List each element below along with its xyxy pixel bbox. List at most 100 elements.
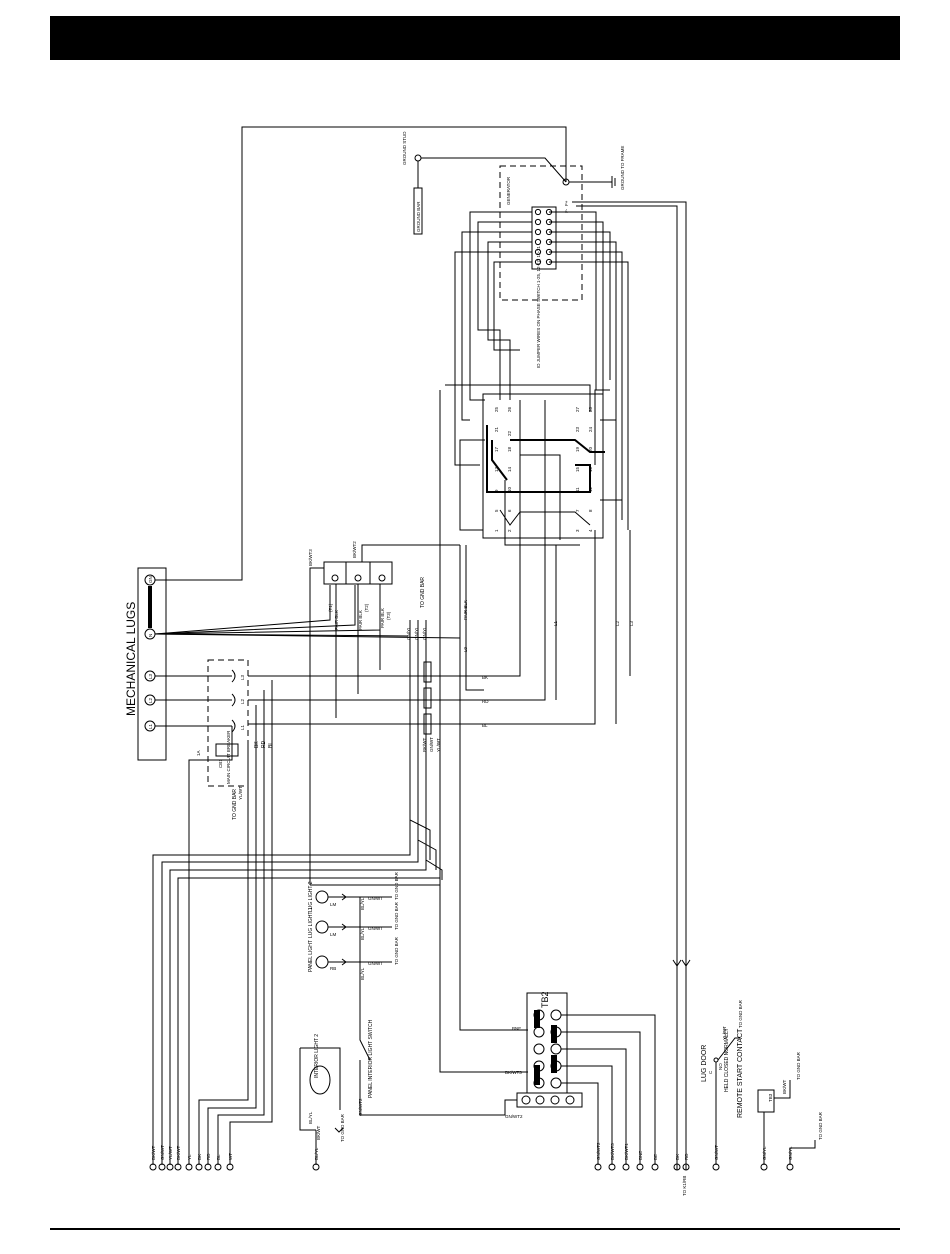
lug-door-sub-label: HELD CLOSED NORMALLY: [724, 1028, 730, 1092]
terminal-r5[interactable]: [651, 1163, 659, 1171]
phase-switch: 25 26 27 28 21 22 23 24 17 18 19 20 13 1…: [459, 389, 634, 724]
generator-field-plus: F+: [564, 200, 569, 206]
ct-label-t1: (T1): [328, 603, 333, 612]
generator-label: GENERATOR: [506, 176, 511, 205]
connector-label-3: YL/WT: [436, 738, 441, 752]
generator-terminals: [534, 208, 553, 266]
ps-t11: 11: [575, 487, 580, 492]
terminal-label-r5: BE: [653, 1154, 658, 1160]
terminal-1[interactable]: [149, 1163, 157, 1171]
light-lug-1: LUG LIGHT 1 LM BL/YL GN/WT TO GND BAR: [308, 901, 399, 940]
tb2-lower-strip: [516, 1092, 583, 1108]
light-lug-2: LUG LIGHT 2 LM BL/YL GN/WT TO GND BAR: [308, 871, 399, 912]
tb2-wire-bne: BNE: [512, 1026, 521, 1031]
terminal-r4[interactable]: [636, 1163, 644, 1171]
terminal-8[interactable]: [214, 1163, 222, 1171]
lug-door-wire: YL/WT: [722, 1026, 727, 1040]
main-ground-wire: [155, 126, 567, 581]
ps-t22: 22: [507, 430, 512, 436]
terminal-5[interactable]: [185, 1163, 193, 1171]
interior-light-wire-2: GN/WT2: [358, 1098, 363, 1116]
breaker-pole-l3: L3: [240, 674, 245, 680]
remote-start-contact: REMOTE START CONTACT TB3 BK/WT TO GND BA…: [737, 1028, 823, 1165]
footer-rule: [50, 1228, 900, 1230]
ct-small-1: GN/YL: [406, 626, 411, 640]
ground-final: TO GND BAR: [818, 1111, 823, 1140]
breaker-ground-wire: YL/WT: [238, 786, 243, 800]
page-header-bar: [50, 16, 900, 60]
ps-t8: 8: [588, 509, 593, 512]
terminal-r10[interactable]: [786, 1163, 794, 1171]
lug-light-1-code: LM: [330, 932, 337, 937]
terminal-r9[interactable]: [760, 1163, 768, 1171]
lug-light-1-gnd: TO GND BAR: [394, 901, 399, 930]
breaker-label: MAIN CIRCUIT BREAKER: [226, 730, 231, 784]
breaker-wire-bl: BL: [268, 742, 274, 748]
generator-terminal-block: [531, 206, 557, 270]
interior-light-wire-1: BL/YL: [308, 1111, 313, 1124]
breaker-pole-l2: L2: [240, 698, 245, 704]
terminal-6[interactable]: [195, 1163, 203, 1171]
panel-light-wire-b: GN/WT: [368, 961, 383, 966]
bottom-terminals-left: BK/WT GN/WT YL/WT BK/WT YL BK RD BL WT: [149, 1145, 234, 1171]
breaker-pole-l1: L1: [240, 724, 245, 730]
ps-t15: 15: [575, 466, 580, 472]
bottom-terminal-middle: BL/YL: [312, 1147, 320, 1171]
tb3-block: [757, 1089, 775, 1113]
terminal-label-1: BK/WT: [151, 1145, 156, 1160]
lug-light-2-gnd: TO GND BAR: [394, 871, 399, 900]
breaker-side-label: 1A: [196, 750, 201, 756]
ps-t20: 20: [588, 446, 593, 452]
remote-start-wire: BK/WT: [782, 1079, 787, 1094]
lug-light-2-code: LM: [330, 902, 337, 907]
panel-light-gnd: TO GND BAR: [394, 936, 399, 965]
generator-output-wires: [439, 201, 687, 1170]
lug-label-l2: L2: [148, 697, 153, 703]
terminal-label-2: GN/WT: [160, 1145, 165, 1160]
mechanical-lugs-title: MECHANICAL LUGS: [124, 602, 138, 716]
terminal-r3[interactable]: [622, 1163, 630, 1171]
phase-switch-terminals: 25 26 27 28 21 22 23 24 17 18 19 20 13 1…: [494, 406, 593, 532]
interior-light: INTERIOR LIGHT 2 PANEL INTERIOR LIGHT SW…: [299, 1019, 374, 1165]
lug-label-n: N: [148, 634, 153, 637]
ct-wire-tag-2: BK/WT2: [352, 541, 357, 558]
connector-label-2: GN/WT: [429, 737, 434, 752]
ground-stud-label: GROUND STUD: [402, 131, 407, 165]
ps-t6: 6: [507, 509, 512, 512]
terminal-r1[interactable]: [594, 1163, 602, 1171]
terminal-label-6: BK: [197, 1154, 202, 1160]
cable-label-2: RD: [482, 699, 489, 704]
relay-note: TO K1/RB: [682, 1176, 687, 1196]
terminal-r8[interactable]: [712, 1163, 720, 1171]
lug-light-2-label: LUG LIGHT 2: [308, 881, 314, 912]
breaker-output-wires: BK RD BL: [248, 400, 596, 728]
ps-t17: 17: [494, 446, 499, 452]
ps-t18: 18: [507, 446, 512, 452]
terminal-label-5: YL: [187, 1154, 192, 1160]
lights-return-wire: [310, 884, 528, 1073]
tb2-wire-bkwt3: BK/WT3: [505, 1070, 522, 1075]
terminal-9[interactable]: [226, 1163, 234, 1171]
terminal-label-4: BK/WT: [176, 1145, 181, 1160]
lug-light-1-wire-b: GN/WT: [368, 926, 383, 931]
lug-label-l1: L1: [148, 723, 153, 729]
terminal-middle[interactable]: [312, 1163, 320, 1171]
ps-t2: 2: [507, 529, 512, 532]
ps-t23: 23: [575, 426, 580, 432]
terminal-label-r2: BK/WT3: [610, 1143, 615, 1160]
terminal-2[interactable]: [158, 1163, 166, 1171]
terminal-label-middle: BL/YL: [314, 1147, 319, 1160]
lights-feed-wire: [359, 897, 371, 1061]
ct-gnd-note: TO GND BAR: [420, 577, 426, 608]
ps-t24: 24: [588, 426, 593, 432]
terminal-r6[interactable]: [673, 1163, 681, 1171]
lug-door-contact-c: C: [708, 1070, 713, 1074]
terminal-7[interactable]: [204, 1163, 212, 1171]
terminal-3[interactable]: [166, 1163, 174, 1171]
terminal-r2[interactable]: [608, 1163, 616, 1171]
terminal-r7[interactable]: [682, 1163, 690, 1171]
terminal-label-8: BL: [216, 1154, 221, 1160]
breaker-ground-note: TO GND BAR: [232, 789, 238, 820]
tb2-label: TB2: [540, 991, 550, 1008]
terminal-4[interactable]: [174, 1163, 182, 1171]
